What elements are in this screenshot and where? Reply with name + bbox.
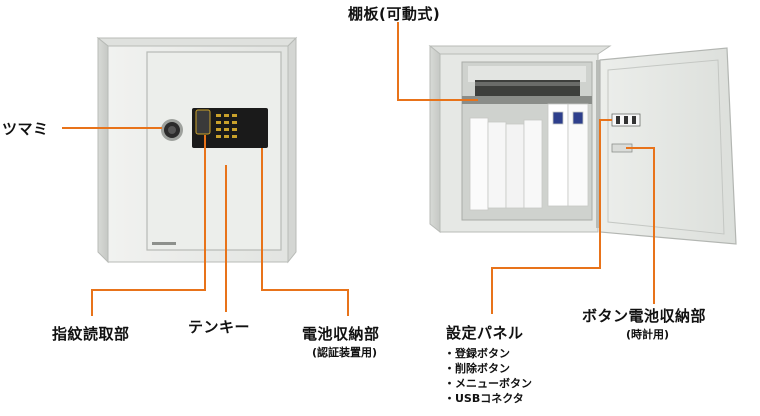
label-knob: ツマミ	[2, 118, 49, 139]
knob-dial	[161, 119, 183, 141]
label-tenkey: テンキー	[188, 316, 250, 337]
panel-item-menu: ・メニューボタン	[444, 376, 532, 391]
binders	[470, 104, 588, 210]
label-battery-compartment: 電池収納部	[302, 323, 380, 344]
closed-safe	[98, 38, 296, 262]
panel-item-delete: ・削除ボタン	[444, 361, 510, 376]
keypad-panel	[192, 108, 268, 148]
label-shelf: 棚板(可動式)	[348, 3, 440, 24]
panel-item-usb: ・USBコネクタ	[444, 391, 524, 406]
label-button-battery: ボタン電池収納部	[582, 305, 706, 326]
open-safe	[430, 46, 736, 244]
label-fingerprint-reader: 指紋読取部	[52, 323, 130, 344]
label-button-battery-sub: (時計用)	[626, 326, 669, 342]
label-battery-compartment-sub: (認証装置用)	[312, 344, 377, 360]
label-settings-panel: 設定パネル	[446, 322, 524, 343]
panel-item-register: ・登録ボタン	[444, 346, 510, 361]
